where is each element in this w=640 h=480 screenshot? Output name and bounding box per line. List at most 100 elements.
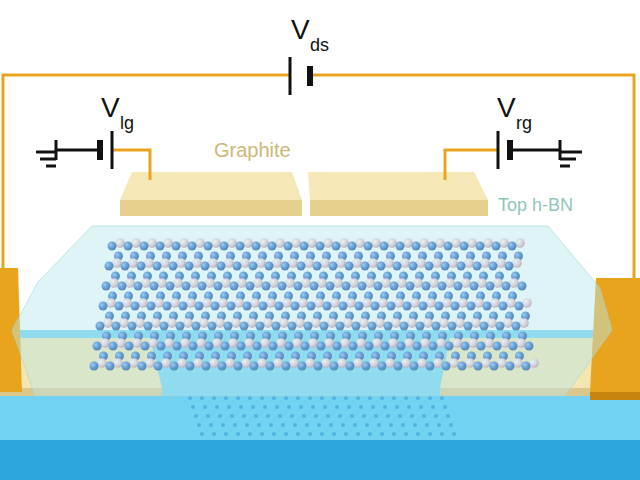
substrate-dot bbox=[260, 396, 264, 400]
substrate-dot bbox=[248, 396, 252, 400]
substrate-dot bbox=[242, 414, 246, 418]
wire bbox=[310, 75, 634, 280]
substrate-dot bbox=[452, 432, 456, 436]
voltage-subscript: rg bbox=[516, 114, 532, 132]
substrate-dot bbox=[395, 405, 399, 409]
substrate-dot bbox=[392, 396, 396, 400]
substrate-dot bbox=[338, 414, 342, 418]
substrate-dot bbox=[377, 423, 381, 427]
substrate-dot bbox=[371, 405, 375, 409]
substrate-dot bbox=[203, 405, 207, 409]
battery-plate bbox=[497, 131, 500, 169]
ground-wire bbox=[56, 149, 100, 152]
substrate-dot bbox=[386, 414, 390, 418]
substrate-dot bbox=[221, 423, 225, 427]
substrate-dot bbox=[341, 423, 345, 427]
substrate-dot bbox=[380, 432, 384, 436]
substrate-dot bbox=[293, 423, 297, 427]
substrate-dot bbox=[347, 405, 351, 409]
substrate-dot bbox=[374, 414, 378, 418]
metal-contact-edge bbox=[590, 392, 640, 400]
substrate-dot bbox=[227, 405, 231, 409]
substrate-dot bbox=[443, 405, 447, 409]
substrate-dot bbox=[419, 405, 423, 409]
substrate-dot bbox=[440, 432, 444, 436]
substrate-dot bbox=[302, 414, 306, 418]
ground-symbol bbox=[560, 151, 582, 154]
substrate-dot bbox=[383, 405, 387, 409]
substrate-dot bbox=[323, 405, 327, 409]
substrate-dot bbox=[320, 396, 324, 400]
battery-plate bbox=[307, 66, 313, 86]
substrate-dot bbox=[194, 414, 198, 418]
substrate-dot bbox=[416, 432, 420, 436]
gate-top bbox=[120, 172, 302, 200]
graphite-gates bbox=[120, 172, 488, 216]
substrate-dot bbox=[278, 414, 282, 418]
substrate-dot bbox=[326, 414, 330, 418]
substrate-dot bbox=[365, 423, 369, 427]
voltage-symbol: V bbox=[497, 94, 516, 122]
substrate-dot bbox=[368, 396, 372, 400]
substrate-dot bbox=[296, 396, 300, 400]
substrate-dot bbox=[317, 423, 321, 427]
substrate-dot bbox=[431, 405, 435, 409]
substrate-dot bbox=[440, 396, 444, 400]
substrate-front bbox=[0, 440, 640, 480]
voltage-symbol: V bbox=[101, 94, 120, 122]
substrate-dot bbox=[344, 432, 348, 436]
substrate-dot bbox=[434, 414, 438, 418]
ground-symbols bbox=[36, 152, 582, 166]
substrate-dot bbox=[332, 396, 336, 400]
gate-front bbox=[310, 200, 488, 216]
substrate-dot bbox=[332, 432, 336, 436]
substrate-dot bbox=[308, 396, 312, 400]
substrate-dot bbox=[314, 414, 318, 418]
substrate-dot bbox=[311, 405, 315, 409]
substrate-dot bbox=[236, 396, 240, 400]
substrate-dot bbox=[260, 432, 264, 436]
voltage-subscript: ds bbox=[310, 36, 329, 54]
substrate-dot bbox=[398, 414, 402, 418]
substrate-dot bbox=[236, 432, 240, 436]
substrate-dot bbox=[197, 423, 201, 427]
substrate-dot bbox=[404, 396, 408, 400]
substrate-dot bbox=[356, 432, 360, 436]
substrate-dot bbox=[287, 405, 291, 409]
substrate-dot bbox=[329, 423, 333, 427]
substrate-dot bbox=[353, 423, 357, 427]
wire bbox=[112, 150, 150, 180]
substrate-dot bbox=[422, 414, 426, 418]
battery-plate bbox=[289, 57, 292, 95]
substrate-dot bbox=[206, 414, 210, 418]
substrate-dot bbox=[239, 405, 243, 409]
substrate-dot bbox=[404, 432, 408, 436]
substrate-dot bbox=[416, 396, 420, 400]
substrate-dot bbox=[269, 423, 273, 427]
ground-symbol bbox=[36, 151, 56, 154]
wires bbox=[3, 75, 634, 280]
battery-symbols bbox=[56, 57, 560, 169]
gate-top bbox=[308, 172, 488, 200]
substrate-dot bbox=[413, 423, 417, 427]
substrate-dot bbox=[209, 423, 213, 427]
substrate-dot bbox=[248, 432, 252, 436]
substrate-dot bbox=[230, 414, 234, 418]
substrate-dot bbox=[320, 432, 324, 436]
hbn-sheet bbox=[12, 226, 612, 396]
substrate-dot bbox=[305, 423, 309, 427]
substrate-dot bbox=[254, 414, 258, 418]
substrate-dot bbox=[380, 396, 384, 400]
substrate-dot bbox=[362, 414, 366, 418]
substrate-dot bbox=[212, 432, 216, 436]
substrate-dot bbox=[437, 423, 441, 427]
substrate-dot bbox=[350, 414, 354, 418]
layer-label: Graphite bbox=[214, 140, 291, 160]
substrate-dot bbox=[272, 396, 276, 400]
substrate-dot bbox=[188, 396, 192, 400]
substrate-dot bbox=[251, 405, 255, 409]
ground-symbol bbox=[40, 158, 56, 161]
ground-symbol bbox=[46, 165, 56, 168]
